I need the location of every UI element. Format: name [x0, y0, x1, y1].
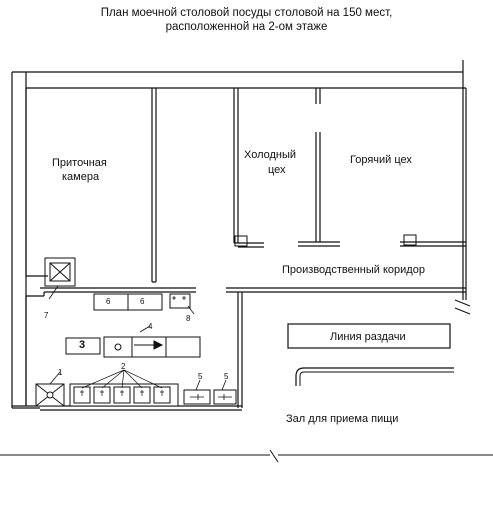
room-label-dining: Зал для приема пищи [286, 413, 399, 425]
right-outer-wall [462, 60, 467, 300]
room-label-cold-2: цех [268, 164, 286, 176]
label-4: 4 [148, 322, 153, 331]
machine-4-right [165, 336, 201, 358]
room-label-supply-1: Приточная [52, 157, 107, 169]
room-label-hot: Горячий цех [350, 154, 412, 166]
label-8: 8 [186, 314, 191, 323]
label-6a: 6 [106, 297, 111, 306]
outer-wall [11, 71, 466, 409]
serving-line-label: Линия раздачи [330, 331, 406, 343]
left-outer-wall-inner [12, 88, 40, 407]
shelf-6b [127, 293, 163, 311]
sink-8 [169, 293, 191, 309]
cold-shop-bottom [234, 242, 264, 248]
serving-line-counter [287, 323, 451, 349]
vent-unit-7 [44, 257, 76, 287]
dining-barrier [295, 367, 454, 386]
cold-shop-drain [234, 235, 248, 247]
label-2: 2 [121, 362, 126, 371]
cold-shop-left-wall [233, 88, 239, 243]
label-6b: 6 [140, 297, 145, 306]
label-1: 1 [58, 368, 63, 377]
hot-shop-drain [403, 234, 417, 246]
right-break [454, 299, 471, 315]
label-5b: 5 [224, 372, 229, 381]
corridor-wall-left [40, 287, 196, 293]
bottom-wall-break [269, 449, 279, 463]
corridor-wall-right [226, 287, 466, 293]
machine-4-mid [131, 336, 167, 358]
hot-shop-bottom [400, 241, 466, 247]
shelf-6a [93, 293, 129, 311]
room-label-supply-2: камера [62, 171, 100, 183]
title-line-1: План моечной столовой посуды столовой на… [100, 7, 393, 19]
partition-cold-hot [298, 88, 340, 247]
label-5a: 5 [198, 372, 203, 381]
supply-chamber-wall [151, 88, 157, 283]
room-label-corridor: Производственный коридор [282, 264, 425, 276]
left-room-wall [26, 275, 48, 297]
wash-room-bottom-wall [40, 405, 242, 411]
title-line-2: расположенной на 2-ом этаже [165, 21, 328, 33]
table-3 [65, 337, 101, 355]
label-7: 7 [44, 311, 49, 320]
wash-room-right-wall [237, 292, 243, 408]
label-3: 3 [79, 339, 86, 351]
room-label-cold-1: Холодный [244, 149, 297, 161]
machine-4-left [103, 336, 137, 358]
